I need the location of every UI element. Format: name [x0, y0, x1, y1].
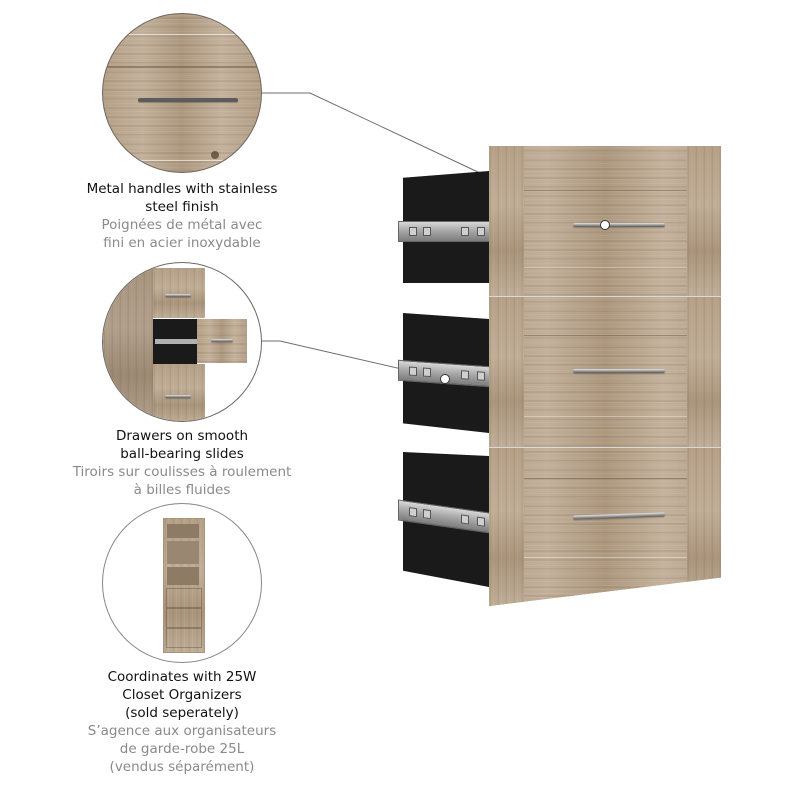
caption-en-line: steel finish: [145, 199, 219, 215]
wood-plank-seam: [103, 66, 261, 68]
handle-icon: [573, 223, 665, 227]
wood-plank-seam: [103, 160, 261, 161]
organizer-drawer: [166, 588, 202, 608]
slide-rail-1: [398, 221, 490, 242]
caption-fr-line: fini en acier inoxydable: [103, 235, 261, 251]
frame-stile-right: [687, 297, 721, 447]
caption-en-line: (sold seperately): [125, 705, 239, 721]
frame-stile-left: [489, 297, 524, 447]
cabinet-side: [103, 263, 153, 421]
organizer-shelf-opening: [167, 541, 199, 564]
slide-hole: [477, 516, 485, 527]
drawer-slide-closeup-image: [102, 262, 262, 422]
caption-en-line: Drawers on smooth: [115, 428, 249, 444]
cabinet-top-drawer: [153, 268, 205, 318]
cabinet-bottom-drawer: [153, 364, 205, 421]
caption-en-line: Closet Organizers: [122, 687, 242, 703]
recessed-panel: [524, 335, 687, 417]
wood-knot: [211, 151, 219, 159]
feature-caption-slides: Drawers on smooth ball-bearing slides Ti…: [52, 427, 312, 499]
caption-en-line: ball-bearing slides: [120, 446, 244, 462]
caption-en-line: Coordinates with 25W: [107, 669, 257, 685]
organizer-drawer: [166, 608, 202, 628]
organizer-shelf-opening: [167, 524, 199, 538]
organizer-shelf-opening: [167, 567, 199, 585]
frame-stile-left: [489, 146, 524, 296]
handle-icon: [211, 339, 233, 342]
caption-fr-line: de garde-robe 25L: [119, 741, 245, 757]
callout-dot-slide: [440, 374, 450, 384]
caption-fr-line: à billes fluides: [133, 482, 231, 498]
slide-hole: [409, 366, 417, 377]
feature-caption-handles: Metal handles with stainless steel finis…: [52, 180, 312, 252]
handle-icon: [165, 395, 191, 398]
handle-icon: [165, 294, 191, 297]
slide-hole: [423, 509, 431, 520]
feature-caption-coordinates: Coordinates with 25W Closet Organizers (…: [52, 668, 312, 776]
caption-fr-line: S’agence aux organisateurs: [87, 723, 277, 739]
caption-fr-line: Poignées de métal avec: [101, 217, 263, 233]
handle-closeup-image: [102, 13, 262, 173]
caption-fr-line: Tiroirs sur coulisses à roulement: [72, 464, 292, 480]
slide-hole: [409, 507, 417, 518]
drawer-front-2: [489, 297, 721, 447]
recessed-panel: [524, 478, 687, 558]
slide-rail: [155, 339, 197, 344]
slide-hole: [423, 367, 431, 378]
recessed-panel: [524, 190, 687, 268]
drawer-front-3: [489, 448, 721, 606]
slide-hole: [423, 227, 431, 236]
slide-hole: [409, 227, 417, 236]
slide-hole: [461, 370, 469, 380]
callout-dot-handle: [600, 220, 610, 230]
organizer-drawer: [166, 628, 202, 648]
caption-fr-line: (vendus séparément): [109, 759, 255, 775]
slide-hole: [477, 371, 485, 381]
handle-icon: [573, 369, 665, 373]
frame-stile-right: [687, 146, 721, 296]
frame-stile-left: [489, 448, 524, 606]
caption-en-line: Metal handles with stainless: [86, 181, 278, 197]
wood-plank-seam: [103, 34, 261, 35]
slide-hole: [461, 227, 469, 236]
closet-organizer-image: [102, 503, 262, 663]
handle-icon: [138, 98, 238, 102]
slide-hole: [461, 514, 469, 525]
slide-hole: [477, 227, 485, 236]
